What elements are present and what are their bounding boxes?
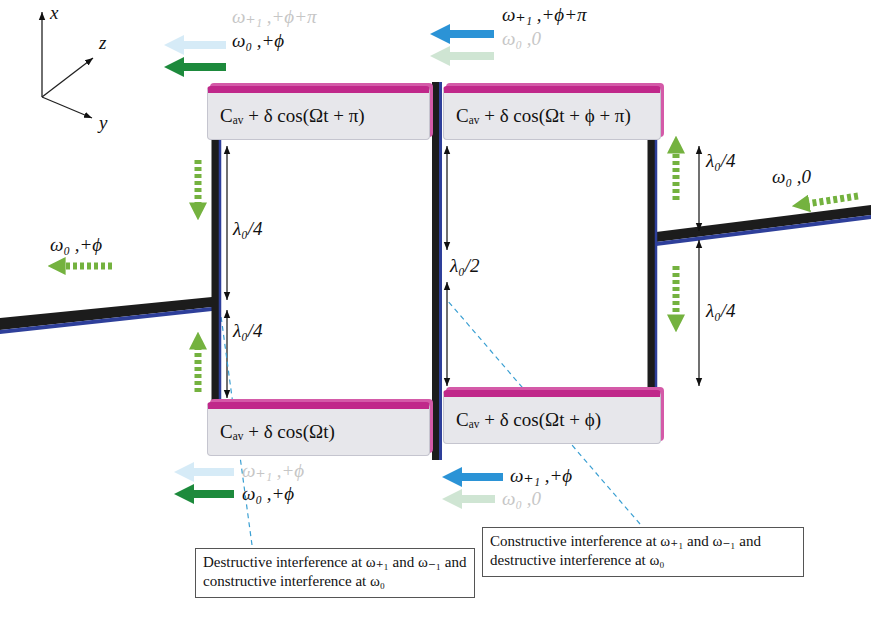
port-label: ω₀ ,+ϕ [50, 234, 102, 256]
wave-label: ω₊₁ ,+ϕ [242, 460, 304, 482]
wave-label: ω₊₁ ,+ϕ+π [502, 4, 587, 26]
length-label: λ₀/4 [706, 300, 736, 322]
capacitor-box: Cₐᵥ + δ cos(Ωt + ϕ) [443, 390, 661, 444]
callout-box: Constructive interference at ω₊₁ and ω₋₁… [482, 527, 804, 577]
callout-text: Destructive interference at ω₊₁ and ω₋₁ … [203, 553, 467, 591]
capacitance-formula: Cₐᵥ + δ cos(Ωt + ϕ + π) [456, 105, 631, 127]
wave-label: ω₊₁ ,+ϕ+π [232, 6, 317, 28]
axis-label: y [99, 112, 107, 134]
axis-label: z [99, 32, 106, 54]
length-label: λ₀/4 [706, 150, 736, 172]
capacitor-box: Cₐᵥ + δ cos(Ωt + π) [207, 86, 430, 140]
wave-label: ω₀ ,0 [502, 28, 541, 50]
transmission-line [216, 136, 220, 406]
capacitance-formula: Cₐᵥ + δ cos(Ωt + π) [220, 105, 365, 127]
port-label: ω₀ ,0 [772, 166, 811, 188]
wave-label: ω₀ ,0 [502, 488, 541, 510]
capacitor-box: Cₐᵥ + δ cos(Ωt) [207, 402, 430, 456]
wave-label: ω₀ ,+ϕ [232, 30, 284, 52]
capacitance-formula: Cₐᵥ + δ cos(Ωt) [220, 421, 335, 443]
wave-label: ω₀ ,+ϕ [242, 483, 294, 505]
length-label: λ₀/4 [233, 320, 263, 342]
transmission-line [652, 136, 656, 394]
axis-label: x [50, 2, 58, 24]
callout-text: Constructive interference at ω₊₁ and ω₋₁… [490, 532, 796, 570]
length-label: λ₀/2 [450, 255, 480, 277]
capacitor-box: Cₐᵥ + δ cos(Ωt + ϕ + π) [443, 86, 661, 140]
wave-label: ω₊₁ ,+ϕ [510, 465, 572, 487]
length-label: λ₀/4 [233, 218, 263, 240]
callout-box: Destructive interference at ω₊₁ and ω₋₁ … [195, 548, 475, 598]
capacitance-formula: Cₐᵥ + δ cos(Ωt + ϕ) [456, 409, 601, 431]
